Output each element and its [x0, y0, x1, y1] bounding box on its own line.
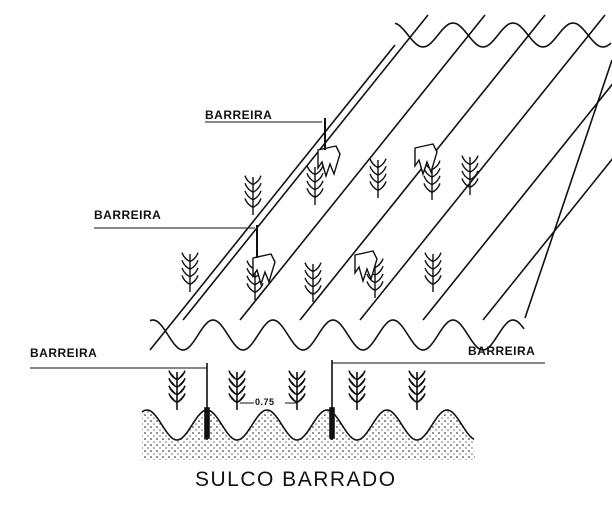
field-plant-icon — [424, 252, 442, 292]
section-plant-icon — [348, 370, 366, 410]
barrier-label-top-2: BARREIRA — [94, 208, 162, 222]
plant-stem — [244, 175, 262, 215]
barrier-label-left: BARREIRA — [30, 346, 98, 360]
spacing-label: 0.75 — [255, 397, 275, 407]
leader-lines — [30, 121, 545, 404]
field-plant-icon — [369, 158, 387, 198]
plant-stem — [181, 252, 199, 292]
field-right-edge — [524, 59, 612, 319]
field-ridge-line — [239, 14, 486, 321]
corrugated-field-perspective — [149, 14, 612, 351]
section-plant-icon — [408, 370, 426, 410]
section-plant-icon — [288, 370, 306, 410]
field-plant-icon — [304, 262, 322, 302]
plant-stem — [369, 158, 387, 198]
field-plant-icon — [181, 252, 199, 292]
plant-stem — [304, 262, 322, 302]
plant-stem — [424, 252, 442, 292]
plant-stem — [348, 370, 366, 410]
field-ridge-line — [149, 44, 396, 351]
cross-section — [141, 360, 475, 460]
plant-stem — [423, 160, 441, 200]
section-barrier-post — [329, 407, 335, 439]
field-barrier-block — [414, 143, 438, 177]
diagram-title: SULCO BARRADO — [195, 468, 397, 491]
field-ridge-line — [422, 83, 612, 321]
field-ridge-line — [482, 158, 612, 321]
field-barriers — [252, 118, 438, 287]
plant-stem — [168, 370, 186, 410]
field-barrier-block — [317, 145, 341, 179]
field-plant-icon — [423, 160, 441, 200]
field-ridge-line — [359, 14, 606, 321]
field-plants — [181, 155, 479, 302]
section-plant-icon — [228, 370, 246, 410]
plant-stem — [228, 370, 246, 410]
field-barrier-block — [354, 250, 378, 284]
field-plant-icon — [306, 165, 324, 205]
section-barrier-post — [204, 407, 210, 439]
section-plant-icon — [168, 370, 186, 410]
plant-stem — [461, 155, 479, 195]
soil-fill — [142, 410, 475, 460]
field-barrier-block — [252, 253, 276, 287]
field-back-edge — [394, 22, 612, 48]
field-plant-icon — [244, 175, 262, 215]
barrier-label-top-1: BARREIRA — [205, 108, 273, 122]
field-front-edge — [149, 319, 525, 351]
barrier-label-right: BARREIRA — [468, 344, 536, 358]
plant-stem — [306, 165, 324, 205]
plant-stem — [288, 370, 306, 410]
field-plant-icon — [461, 155, 479, 195]
field-ridge-line — [182, 14, 429, 321]
plant-stem — [408, 370, 426, 410]
soil-surface — [141, 409, 475, 441]
